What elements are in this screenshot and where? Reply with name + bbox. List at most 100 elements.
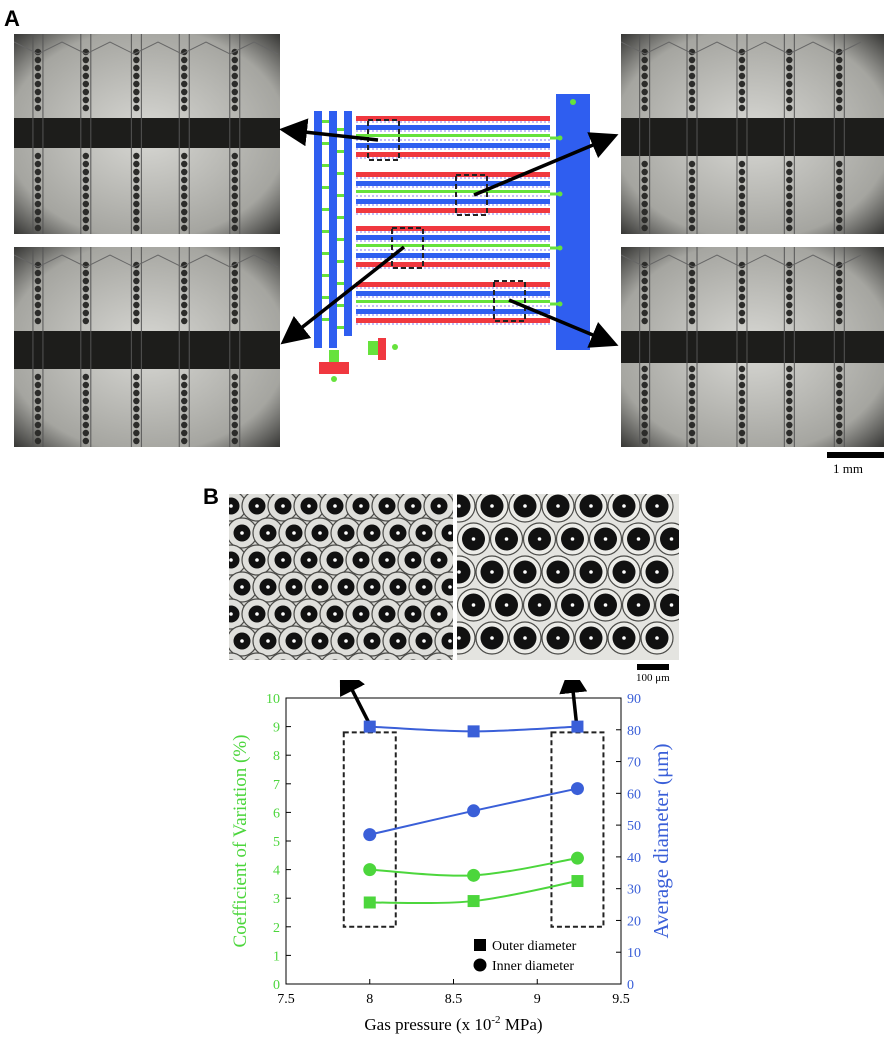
channel-droplet bbox=[82, 293, 90, 301]
right-tick-label: 90 bbox=[627, 692, 641, 707]
device-row bbox=[356, 199, 550, 204]
channel-droplet bbox=[82, 429, 90, 437]
channel-droplet bbox=[738, 277, 746, 285]
droplet-highlight bbox=[669, 537, 674, 541]
channel-droplet bbox=[181, 208, 188, 216]
droplet-outer bbox=[399, 652, 427, 660]
device-row bbox=[356, 318, 550, 323]
channel-droplet bbox=[641, 160, 648, 168]
channel-droplet bbox=[738, 421, 746, 429]
channel-droplet bbox=[34, 208, 42, 216]
series-marker-square bbox=[363, 720, 376, 733]
left-tick-label: 3 bbox=[273, 892, 280, 907]
x-axis-label-exponent: -2 bbox=[491, 1014, 500, 1026]
droplet-highlight bbox=[504, 537, 509, 541]
channel-droplet bbox=[738, 80, 746, 88]
channel-droplet bbox=[836, 429, 843, 437]
droplet-highlight bbox=[229, 558, 233, 562]
channel-droplet bbox=[133, 176, 140, 184]
channel-droplet bbox=[133, 277, 140, 285]
droplet-highlight bbox=[457, 636, 461, 640]
channel-droplet bbox=[82, 317, 90, 325]
channel-droplet bbox=[836, 421, 843, 429]
channel-droplet bbox=[641, 64, 648, 72]
channel-droplet bbox=[181, 285, 188, 293]
droplet-highlight bbox=[318, 639, 322, 643]
x-tick-label: 7.5 bbox=[277, 992, 295, 1007]
channel-droplet bbox=[181, 277, 188, 285]
channel-droplet bbox=[641, 309, 648, 317]
droplet-highlight bbox=[411, 612, 415, 616]
droplet-highlight bbox=[318, 531, 322, 535]
droplet-highlight bbox=[240, 531, 244, 535]
channel-droplet bbox=[34, 184, 42, 192]
channel-droplet bbox=[641, 437, 648, 445]
droplet-highlight bbox=[422, 531, 426, 535]
channel-droplet bbox=[641, 405, 648, 413]
channel-droplet bbox=[181, 80, 188, 88]
channel-droplet bbox=[181, 293, 188, 301]
top-pattern bbox=[621, 41, 862, 55]
top-pattern bbox=[14, 41, 279, 55]
channel-droplet bbox=[688, 64, 696, 72]
droplet-inner bbox=[660, 527, 679, 551]
channel-droplet bbox=[738, 208, 746, 216]
series-marker-circle bbox=[363, 828, 377, 842]
device-row bbox=[356, 309, 550, 314]
channel-droplet bbox=[786, 72, 793, 80]
connector bbox=[322, 296, 329, 299]
droplet-outer bbox=[295, 652, 323, 660]
channel-droplet bbox=[641, 104, 648, 112]
channel-droplet bbox=[231, 429, 238, 437]
channel-droplet bbox=[738, 301, 746, 309]
droplet-inner bbox=[441, 578, 453, 596]
channel-droplet bbox=[786, 224, 793, 232]
connector bbox=[322, 164, 329, 167]
channel-droplet bbox=[82, 56, 90, 64]
channel-droplet bbox=[34, 421, 42, 429]
channel-droplet bbox=[836, 224, 843, 232]
channel-droplet bbox=[836, 88, 843, 96]
channel-droplet bbox=[688, 437, 696, 445]
micrograph-top-left-drawing bbox=[14, 34, 280, 234]
channel-droplet bbox=[738, 104, 746, 112]
channel-droplet bbox=[688, 184, 696, 192]
channel-droplet bbox=[82, 200, 90, 208]
arrow-to-top-right bbox=[473, 132, 619, 197]
channel-droplet bbox=[688, 168, 696, 176]
connector bbox=[337, 150, 344, 153]
legend-marker-square bbox=[474, 939, 486, 951]
y-axis-left-label: Coefficient of Variation (%) bbox=[230, 735, 251, 948]
inlet-port-2 bbox=[392, 344, 398, 350]
emulsion-image-left bbox=[229, 494, 453, 660]
y-axis-right-label: Average diameter (μm) bbox=[649, 743, 673, 938]
channel-droplet bbox=[786, 429, 793, 437]
channel-droplet bbox=[231, 96, 238, 104]
dark-band bbox=[14, 118, 280, 148]
zoom-box-4 bbox=[493, 280, 526, 322]
channel-droplet bbox=[133, 373, 140, 381]
connector bbox=[322, 142, 329, 145]
channel-droplet bbox=[34, 152, 42, 160]
channel-droplet bbox=[133, 309, 140, 317]
droplet-highlight bbox=[385, 612, 389, 616]
droplet-highlight bbox=[370, 531, 374, 535]
channel-droplet bbox=[181, 152, 188, 160]
channel-droplet bbox=[836, 72, 843, 80]
channel-droplet bbox=[641, 397, 648, 405]
channel-droplet bbox=[836, 80, 843, 88]
droplet-highlight bbox=[318, 585, 322, 589]
device-row bbox=[356, 181, 550, 186]
channel-droplet bbox=[181, 269, 188, 277]
scale-bar-b-label: 100 μm bbox=[636, 672, 670, 684]
channel-droplet bbox=[231, 72, 238, 80]
channel-droplet bbox=[688, 405, 696, 413]
right-tick-label: 80 bbox=[627, 724, 641, 739]
droplet-outer bbox=[425, 652, 453, 660]
droplet-highlight bbox=[292, 639, 296, 643]
right-tick-label: 70 bbox=[627, 756, 641, 771]
inlet-red bbox=[319, 362, 349, 374]
x-axis-label-unit: MPa) bbox=[501, 1015, 543, 1034]
emulsion-image-left-drawing bbox=[229, 494, 453, 660]
connector bbox=[337, 194, 344, 197]
